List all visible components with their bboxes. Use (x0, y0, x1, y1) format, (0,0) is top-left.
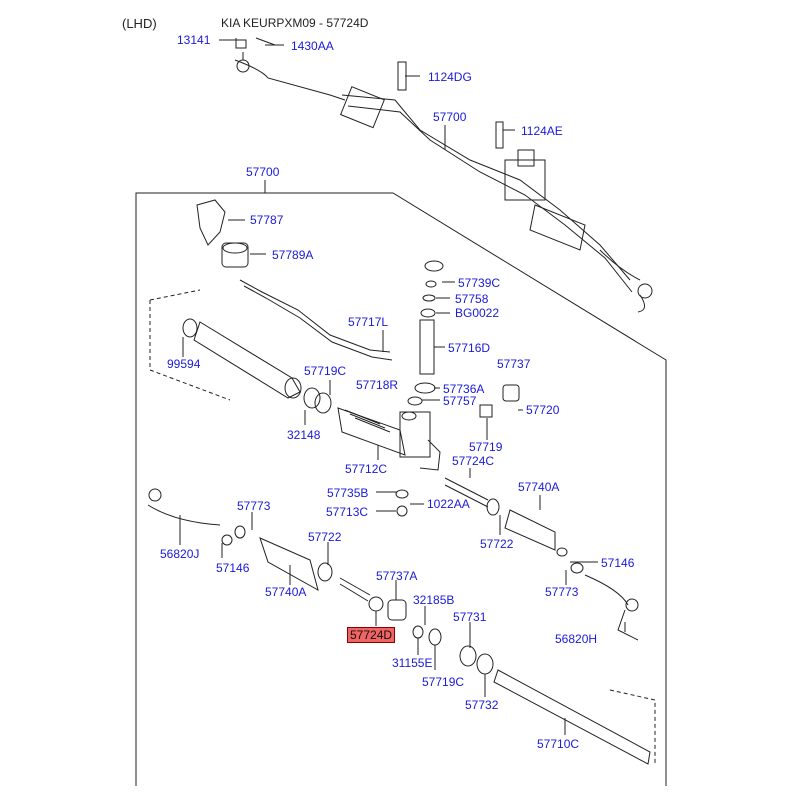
rack-housing (337, 407, 441, 471)
feed-lines (239, 279, 393, 361)
right-tierod-group (444, 477, 639, 641)
part-label-57787[interactable]: 57787 (250, 213, 284, 227)
leader-lines (179, 39, 626, 735)
cylinder-tube (182, 318, 332, 414)
part-label-57717L[interactable]: 57717L (348, 315, 389, 329)
part-label-57720[interactable]: 57720 (526, 403, 560, 417)
part-label-57719C-b[interactable]: 57719C (422, 675, 465, 689)
part-label-57722-right[interactable]: 57722 (480, 537, 514, 551)
part-label-57731[interactable]: 57731 (453, 610, 487, 624)
top-gear-assembly (234, 37, 653, 313)
part-label-57724D-highlighted[interactable]: 57724D (347, 627, 396, 643)
part-label-57732[interactable]: 57732 (465, 698, 499, 712)
model-title: KIA KEURPXM09 - 57724D (221, 16, 369, 30)
part-label-57724C[interactable]: 57724C (452, 454, 495, 468)
assembly-box (135, 192, 667, 786)
part-label-57713C[interactable]: 57713C (326, 505, 369, 519)
part-label-99594[interactable]: 99594 (167, 357, 201, 371)
region-label: (LHD) (122, 16, 157, 31)
bracket-group (196, 199, 249, 268)
part-label-57773-left[interactable]: 57773 (237, 499, 271, 513)
part-label-57722-left[interactable]: 57722 (308, 530, 342, 544)
part-label-57146-right[interactable]: 57146 (601, 556, 635, 570)
part-label-57718R[interactable]: 57718R (356, 378, 399, 392)
part-label-56820H[interactable]: 56820H (555, 632, 598, 646)
part-label-57757[interactable]: 57757 (443, 394, 477, 408)
part-label-57773-right[interactable]: 57773 (545, 585, 579, 599)
rack-bar (493, 669, 656, 765)
part-label-57789A[interactable]: 57789A (272, 248, 314, 262)
part-label-57710C[interactable]: 57710C (537, 737, 580, 751)
part-label-1022AA[interactable]: 1022AA (427, 497, 470, 511)
part-label-31155E[interactable]: 31155E (392, 656, 433, 670)
part-label-13141[interactable]: 13141 (177, 33, 211, 47)
part-label-57146-left[interactable]: 57146 (216, 561, 250, 575)
part-label-56820J[interactable]: 56820J (160, 547, 200, 561)
part-label-1124AE[interactable]: 1124AE (521, 124, 563, 138)
part-label-57735B[interactable]: 57735B (327, 486, 369, 500)
part-label-1430AA[interactable]: 1430AA (291, 39, 334, 53)
part-label-32148[interactable]: 32148 (287, 428, 321, 442)
part-label-32185B[interactable]: 32185B (413, 593, 455, 607)
part-label-57719C-a[interactable]: 57719C (304, 364, 347, 378)
part-label-57700-top[interactable]: 57700 (433, 110, 467, 124)
part-label-BG0022[interactable]: BG0022 (455, 306, 500, 320)
part-label-57740A-right[interactable]: 57740A (518, 480, 560, 494)
part-label-57758[interactable]: 57758 (455, 292, 489, 306)
part-label-57739C[interactable]: 57739C (458, 276, 501, 290)
part-label-57737[interactable]: 57737 (497, 357, 531, 371)
pinion-stack (401, 260, 444, 421)
part-label-57712C[interactable]: 57712C (345, 462, 388, 476)
part-label-57737A[interactable]: 57737A (376, 569, 418, 583)
right-small-parts (395, 384, 520, 517)
part-label-57740A-left[interactable]: 57740A (265, 585, 307, 599)
part-label-1124DG[interactable]: 1124DG (428, 70, 472, 84)
cylinder-dash-outline (149, 300, 231, 401)
part-label-57700-box[interactable]: 57700 (246, 165, 280, 179)
part-label-57736A[interactable]: 57736A (443, 382, 485, 396)
part-label-57716D[interactable]: 57716D (448, 341, 491, 355)
part-label-57719[interactable]: 57719 (469, 440, 503, 454)
